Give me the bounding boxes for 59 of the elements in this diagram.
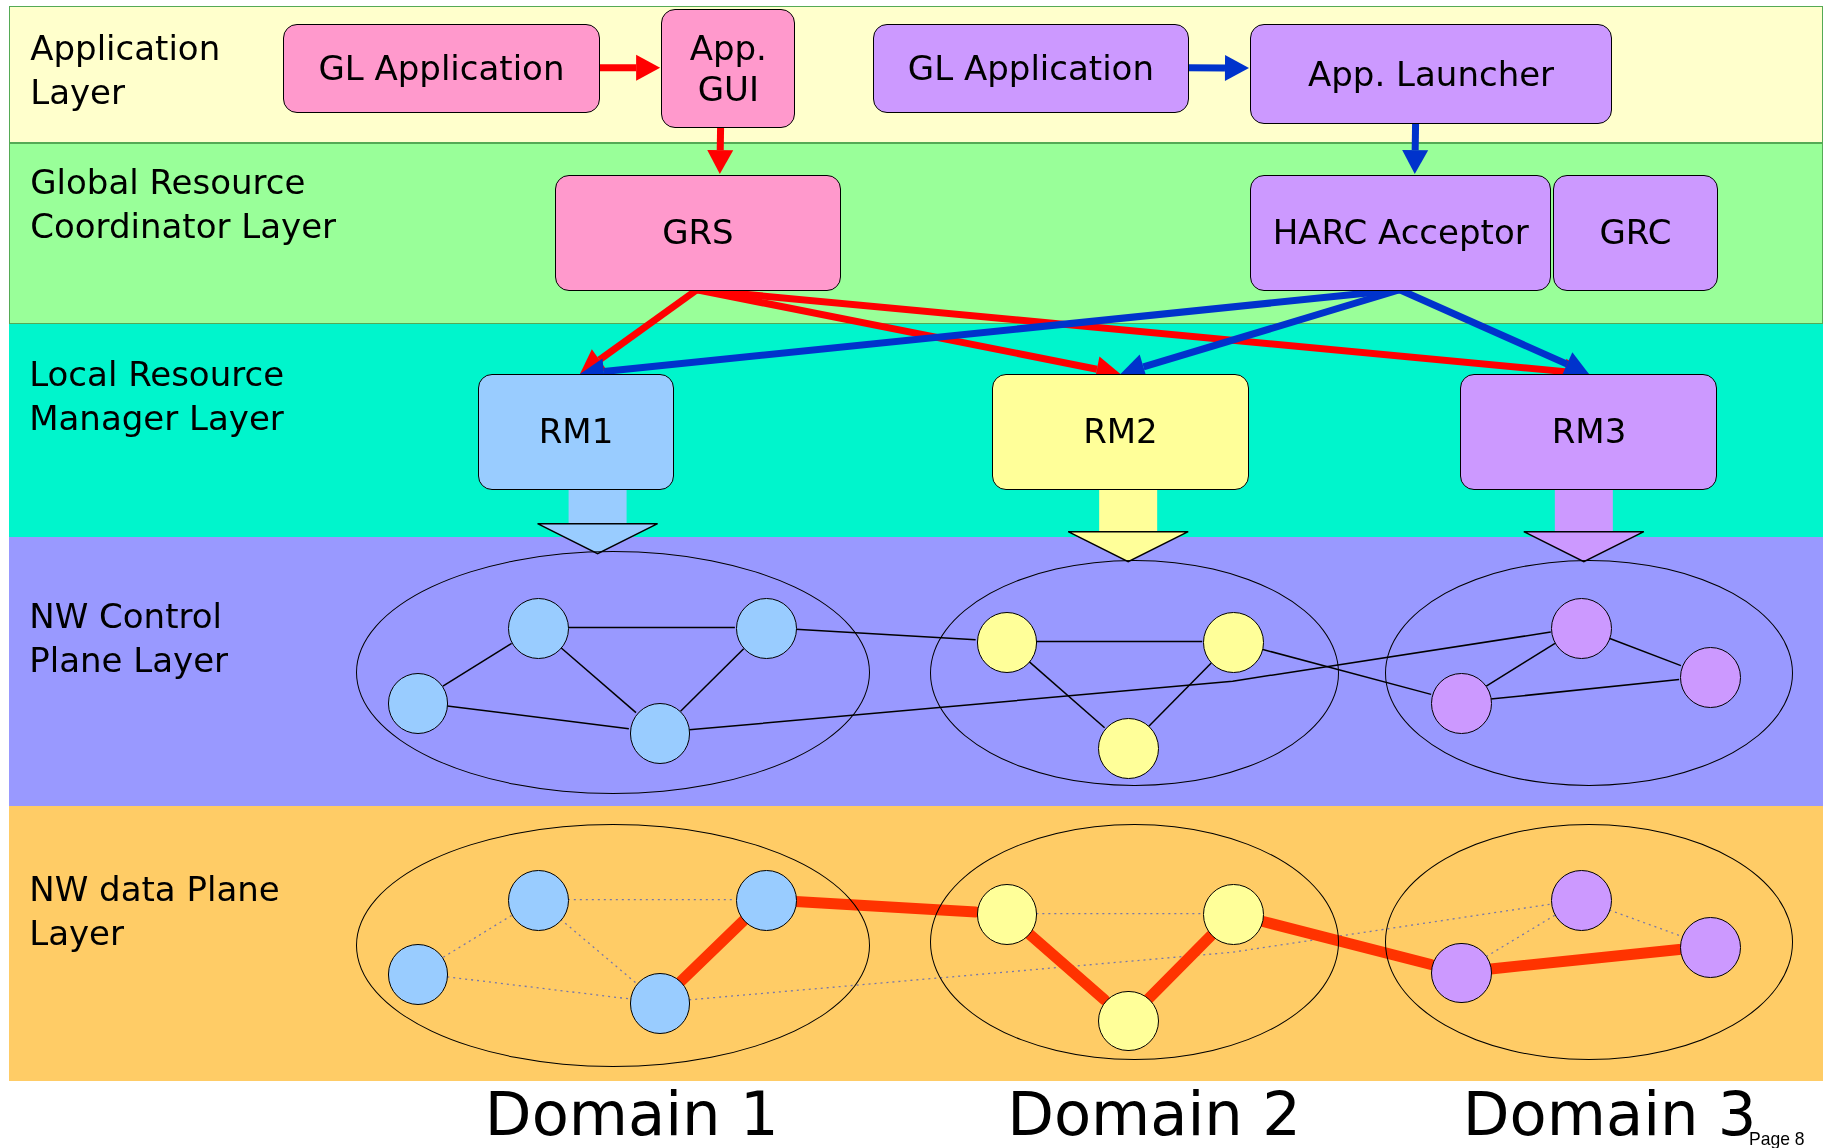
- layer-label: Global Resource Coordinator Layer: [30, 160, 338, 249]
- domain-ellipse: [356, 551, 871, 795]
- network-node-circle: [1098, 718, 1159, 780]
- connector-line: [1608, 637, 1682, 667]
- domain-ellipse: [1384, 823, 1794, 1060]
- layer-label: Application Layer: [30, 26, 222, 114]
- arrow: [599, 54, 661, 81]
- block-arrow: [536, 489, 659, 555]
- layer-band: [9, 806, 1823, 1081]
- block-arrow: [1523, 489, 1645, 563]
- layer-band: [9, 537, 1823, 807]
- connector-line: [1485, 642, 1556, 687]
- connector-line: [688, 903, 1552, 1001]
- connector-line: [1028, 660, 1106, 729]
- connector-line: [688, 631, 1552, 731]
- domain-label: Domain 2: [1007, 1084, 1301, 1145]
- arrow: [1188, 54, 1249, 81]
- arrow: [1402, 122, 1429, 175]
- component-box: App. Launcher: [1249, 24, 1613, 124]
- connector-line: [679, 648, 745, 712]
- network-node-circle: [387, 943, 449, 1005]
- component-box: RM2: [991, 373, 1249, 490]
- component-box: GRS: [554, 175, 842, 291]
- arrow: [707, 127, 734, 175]
- connector-line: [446, 976, 630, 1000]
- block-arrow: [1067, 489, 1189, 563]
- route-line: [1143, 929, 1217, 1004]
- component-box: App. GUI: [661, 9, 796, 129]
- layer-band: [9, 142, 1823, 324]
- network-node-circle: [387, 672, 449, 734]
- layer-band: [9, 5, 1823, 143]
- connector-line: [1035, 640, 1203, 643]
- network-node-circle: [629, 973, 691, 1034]
- component-box: RM1: [477, 373, 675, 490]
- connector-line: [1485, 914, 1556, 958]
- connector-line: [567, 626, 736, 629]
- connector-line: [794, 628, 977, 641]
- layer-label: NW Control Plane Layer: [29, 594, 230, 682]
- layer-band: [9, 323, 1823, 538]
- route-line: [675, 915, 749, 987]
- component-box: RM3: [1460, 373, 1718, 490]
- component-box: GL Application: [282, 24, 601, 114]
- connector-line: [442, 642, 513, 687]
- connector-line: [1035, 913, 1203, 915]
- connector-line: [559, 646, 637, 714]
- route-line: [1023, 928, 1111, 1006]
- connector-line: [442, 914, 513, 959]
- domain-ellipse: [356, 823, 871, 1067]
- domain-label: Domain 1: [484, 1084, 779, 1145]
- component-box: GL Application: [872, 24, 1190, 114]
- component-box: HARC Acceptor: [1249, 175, 1552, 291]
- layer-label: NW data Plane Layer: [29, 867, 281, 956]
- network-node-circle: [1098, 990, 1159, 1052]
- connector-line: [446, 705, 630, 730]
- layer-label: Local Resource Manager Layer: [29, 352, 286, 440]
- connector-line: [1261, 648, 1432, 696]
- connector-line: [1148, 662, 1212, 727]
- connector-line: [1489, 678, 1680, 700]
- component-box: GRC: [1552, 175, 1719, 291]
